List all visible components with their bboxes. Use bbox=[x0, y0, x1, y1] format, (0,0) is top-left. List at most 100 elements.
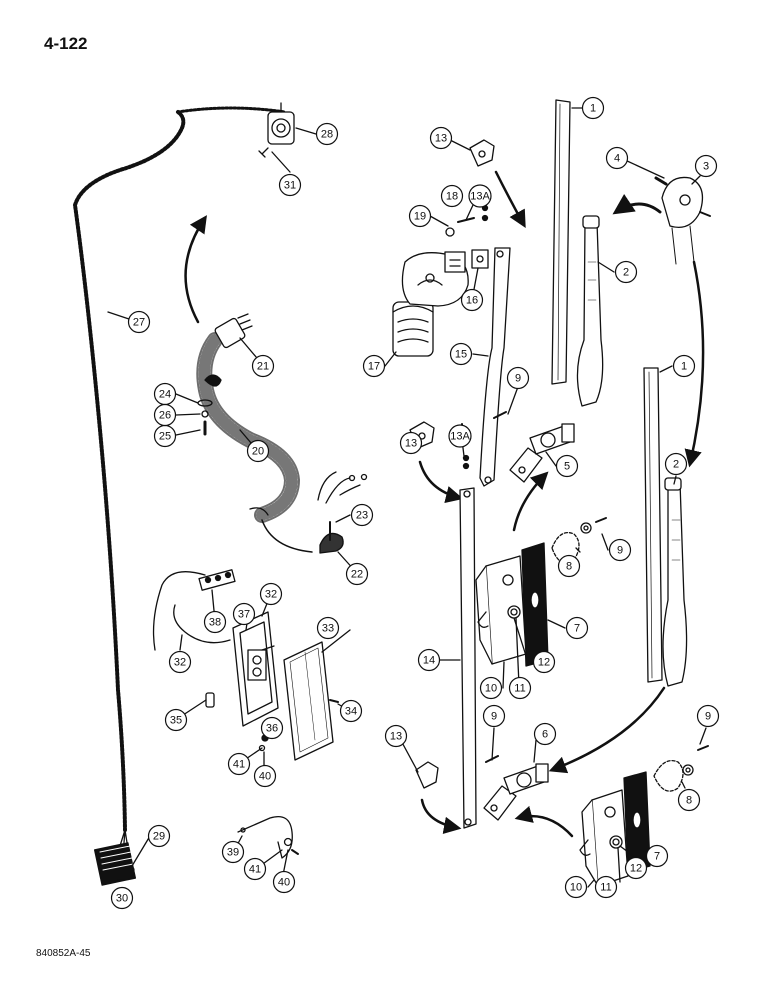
bracket-10-lower bbox=[591, 789, 629, 887]
callout-c2b: 2 bbox=[664, 452, 688, 476]
callout-label: 12 bbox=[630, 863, 642, 875]
callout-circle bbox=[350, 503, 374, 527]
callout-circle bbox=[508, 676, 532, 700]
callout-circle bbox=[694, 154, 718, 178]
callout-label: 15 bbox=[455, 349, 467, 361]
callout-circle bbox=[672, 354, 696, 378]
callout-c16: 16 bbox=[460, 288, 484, 312]
callout-circle bbox=[664, 452, 688, 476]
callout-circle bbox=[533, 722, 557, 746]
callout-label: 13A bbox=[450, 431, 470, 443]
callout-label: 18 bbox=[446, 191, 458, 203]
callout-c15: 15 bbox=[449, 342, 473, 366]
callout-label: 40 bbox=[278, 877, 290, 889]
callout-c28: 28 bbox=[315, 122, 339, 146]
callout-c9b: 9 bbox=[696, 704, 720, 728]
callout-c4: 4 bbox=[605, 146, 629, 170]
callout-circle bbox=[232, 602, 256, 626]
callout-c30: 30 bbox=[110, 886, 134, 910]
callout-label: 3 bbox=[703, 161, 709, 173]
callout-circle bbox=[243, 857, 267, 881]
callout-label: 24 bbox=[159, 389, 171, 401]
callout-circle bbox=[440, 184, 464, 208]
callout-circle bbox=[227, 752, 251, 776]
callout-label: 10 bbox=[570, 882, 582, 894]
callout-circle bbox=[532, 650, 556, 674]
callout-label: 39 bbox=[227, 847, 239, 859]
callout-circle bbox=[110, 886, 134, 910]
callout-label: 13A bbox=[470, 191, 490, 203]
callout-label: 36 bbox=[266, 723, 278, 735]
callout-label: 29 bbox=[153, 831, 165, 843]
callout-label: 4 bbox=[614, 153, 620, 165]
callout-c9d: 9 bbox=[482, 704, 506, 728]
callout-c10a: 10 bbox=[479, 676, 503, 700]
callout-circle bbox=[555, 454, 579, 478]
callout-c23: 23 bbox=[350, 503, 374, 527]
callout-circle bbox=[399, 431, 423, 455]
callout-label: 7 bbox=[654, 851, 660, 863]
callout-c41a: 41 bbox=[227, 752, 251, 776]
callout-label: 1 bbox=[590, 103, 596, 115]
callout-c38: 38 bbox=[203, 610, 227, 634]
callout-c36: 36 bbox=[260, 716, 284, 740]
callout-c9a: 9 bbox=[608, 538, 632, 562]
callout-circle bbox=[696, 704, 720, 728]
callout-label: 13 bbox=[405, 438, 417, 450]
callout-c12b: 12 bbox=[624, 856, 648, 880]
pivot-5 bbox=[509, 423, 575, 483]
callout-circle bbox=[482, 704, 506, 728]
callout-label: 8 bbox=[566, 561, 572, 573]
callout-c24: 24 bbox=[153, 382, 177, 406]
callout-circle bbox=[345, 562, 369, 586]
callout-c17: 17 bbox=[362, 354, 386, 378]
link-15 bbox=[479, 247, 511, 487]
callout-circle bbox=[221, 840, 245, 864]
callout-label: 11 bbox=[600, 882, 611, 894]
callout-circle bbox=[253, 764, 277, 788]
wiper-blade-1-upper bbox=[551, 99, 571, 385]
callout-c3: 3 bbox=[694, 154, 718, 178]
callout-c37: 37 bbox=[232, 602, 256, 626]
callout-label: 8 bbox=[686, 795, 692, 807]
callout-label: 33 bbox=[322, 623, 334, 635]
callout-c18: 18 bbox=[440, 184, 464, 208]
callout-c22: 22 bbox=[345, 562, 369, 586]
callout-label: 23 bbox=[356, 510, 368, 522]
link-14 bbox=[459, 487, 477, 829]
arm-head-3 bbox=[661, 176, 704, 265]
callout-label: 19 bbox=[414, 211, 426, 223]
callout-c31: 31 bbox=[278, 173, 302, 197]
callout-label: 26 bbox=[159, 410, 171, 422]
callout-c13Ab: 13A bbox=[448, 424, 472, 448]
callout-label: 35 bbox=[170, 715, 182, 727]
callout-circle bbox=[260, 716, 284, 740]
callout-circle bbox=[594, 875, 618, 899]
callout-label: 41 bbox=[249, 864, 261, 876]
callout-circle bbox=[203, 610, 227, 634]
callout-label: 1 bbox=[681, 361, 687, 373]
callout-circle bbox=[608, 538, 632, 562]
callout-c11b: 11 bbox=[594, 875, 618, 899]
callout-circle bbox=[147, 824, 171, 848]
callout-label: 9 bbox=[705, 711, 711, 723]
callout-label: 9 bbox=[515, 373, 521, 385]
callout-circle bbox=[127, 310, 151, 334]
wiper-blade-1-lower bbox=[643, 367, 663, 683]
callout-circle bbox=[168, 650, 192, 674]
callout-c7b: 7 bbox=[645, 844, 669, 868]
callout-label: 14 bbox=[423, 655, 435, 667]
callout-label: 37 bbox=[238, 609, 250, 621]
callout-label: 28 bbox=[321, 129, 333, 141]
callout-circle bbox=[581, 96, 605, 120]
callout-label: 40 bbox=[259, 771, 271, 783]
callout-label: 27 bbox=[133, 317, 145, 329]
callout-c13c: 13 bbox=[384, 724, 408, 748]
callout-label: 11 bbox=[514, 683, 525, 695]
callout-circle bbox=[153, 403, 177, 427]
callout-circle bbox=[564, 875, 588, 899]
callout-circle bbox=[479, 676, 503, 700]
callout-circle bbox=[429, 126, 453, 150]
callout-c1a: 1 bbox=[581, 96, 605, 120]
callout-circle bbox=[448, 424, 472, 448]
